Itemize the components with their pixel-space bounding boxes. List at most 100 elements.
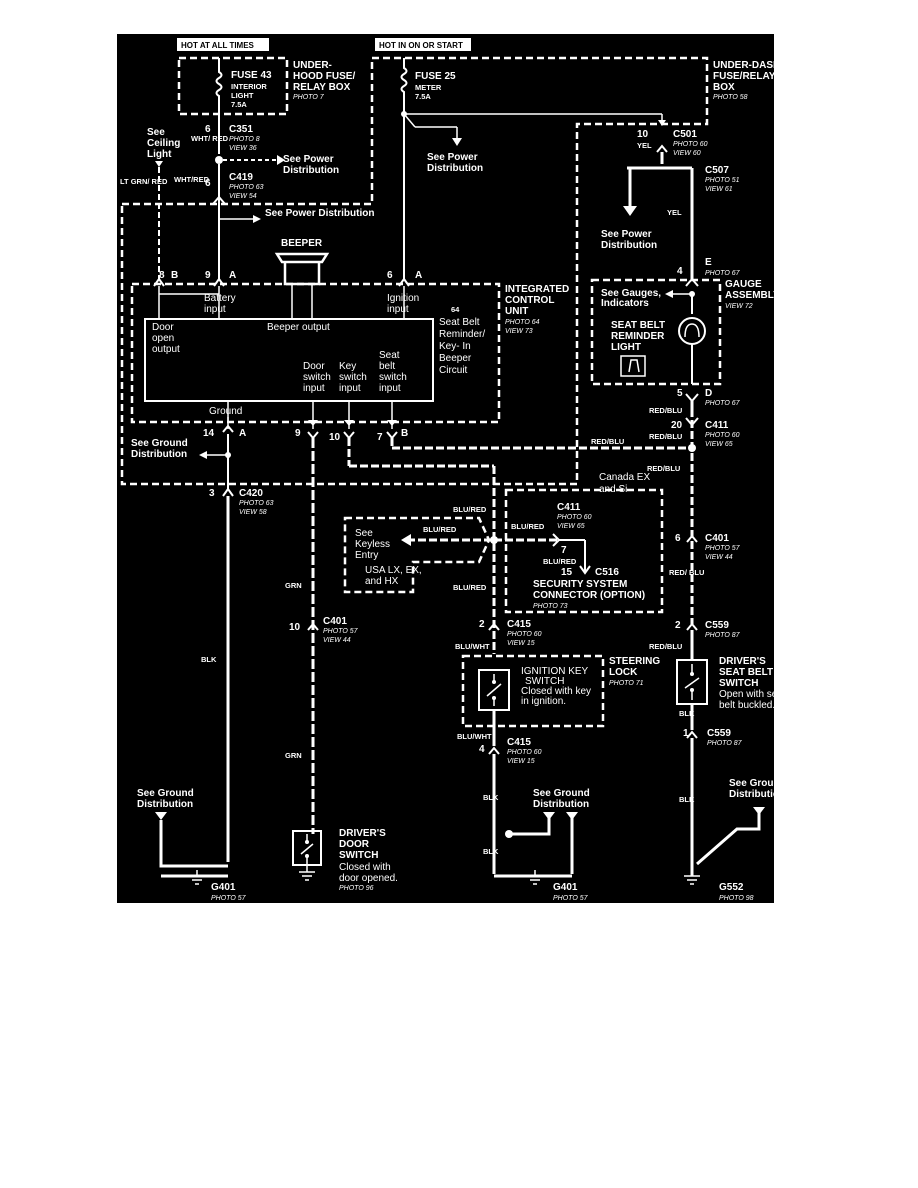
icu-pin-10: 10 <box>329 432 341 443</box>
arrow-icon-ground <box>199 451 207 459</box>
g401b-label: G401 <box>553 882 578 893</box>
key-switch-input-1: Key <box>339 361 356 372</box>
wire-red-blu-label-6: RED/BLU <box>649 642 682 651</box>
g401b-photo: PHOTO 57 <box>553 895 589 902</box>
g401a-label: G401 <box>211 882 236 893</box>
seatbelt-person-icon <box>628 359 640 373</box>
c559b-photo: PHOTO 87 <box>707 740 743 747</box>
c420-photo: PHOTO 63 <box>239 500 274 507</box>
seat-belt-light-3: LIGHT <box>611 342 641 353</box>
icu-pin-6: 6 <box>387 270 393 281</box>
c401a-photo: PHOTO 57 <box>705 545 741 552</box>
wire-blu-red-label-4: BLU/RED <box>543 557 577 566</box>
arrow-icon-4 <box>623 206 637 216</box>
key-switch-input-3: input <box>339 383 361 394</box>
c419-connector-symbol <box>212 195 226 205</box>
c415a-view: VIEW 15 <box>507 640 535 647</box>
c415b-label: C415 <box>507 737 531 748</box>
c501-label: C501 <box>673 129 697 140</box>
gauge-title-1: GAUGE <box>725 279 762 290</box>
ground-icon-g401a <box>189 875 205 885</box>
wire-blu-wht-label-2: BLU/WHT <box>457 732 492 741</box>
wire-wht-red-label-2: WHT/RED <box>174 175 210 184</box>
see-power-dist-3b: Distribution <box>427 163 483 174</box>
underdash-box-title-1: UNDER-DASH <box>713 60 774 71</box>
c419-view: VIEW 54 <box>229 193 257 200</box>
wire-blk-label-4: BLK <box>679 709 695 718</box>
wire-ltgrn-red-label: LT GRN/ RED <box>120 177 168 186</box>
wire-fuse25-branch <box>403 113 416 128</box>
c401a-label: C401 <box>705 533 729 544</box>
see-ceiling-light-1: See <box>147 127 165 138</box>
door-switch-contact-icon <box>300 834 314 864</box>
c507-view: VIEW 61 <box>705 186 733 193</box>
seat-belt-switch-title-1: DRIVER'S <box>719 656 766 667</box>
arrow-icon-3 <box>452 138 462 146</box>
c420-view: VIEW 58 <box>239 509 267 516</box>
c401b-photo: PHOTO 57 <box>323 628 359 635</box>
see-ground-dist-2a: See Ground <box>533 788 590 799</box>
door-open-output-1: Door <box>152 322 174 333</box>
fuse-43-label: FUSE 43 <box>231 70 272 81</box>
icu-7-connector-symbol <box>386 431 398 440</box>
seat-belt-light-2: REMINDER <box>611 331 665 342</box>
ground-icon-door <box>299 871 315 881</box>
icu-9-connector-symbol <box>307 431 319 440</box>
c401a-view: VIEW 44 <box>705 554 733 561</box>
gauge-pin-d: 5 <box>677 388 683 399</box>
icu-pin-64: 64 <box>451 305 460 314</box>
seatbelt-symbol-icon <box>620 355 646 377</box>
ignition-input-2: input <box>387 304 409 315</box>
underhood-fuse-box-outline <box>177 56 289 116</box>
wire-blu-red-label-3: BLU/RED <box>511 522 545 531</box>
underhood-box-photo: PHOTO 7 <box>293 94 325 101</box>
c559a-photo: PHOTO 87 <box>705 632 741 639</box>
c401b-view: VIEW 44 <box>323 637 351 644</box>
seat-belt-switch-title-3: SWITCH <box>719 678 758 689</box>
c516-pin: 15 <box>561 567 573 578</box>
arrow-icon <box>277 155 285 165</box>
ignition-switch-node-icon-2 <box>492 696 496 700</box>
door-switch-photo: PHOTO 96 <box>339 885 374 892</box>
bulb-icon <box>678 317 706 345</box>
ignition-switch-contact-icon <box>486 674 502 706</box>
c411b-pin: 7 <box>561 545 567 556</box>
gauge-pin-e: 4 <box>677 266 683 277</box>
wire-blk-label-5: BLK <box>679 795 695 804</box>
door-switch-title-1: DRIVER'S <box>339 828 386 839</box>
c351-view: VIEW 36 <box>229 145 257 152</box>
wire-red-blu-label-4: RED/BLU <box>647 464 680 473</box>
icu-pin-9b: 9 <box>295 428 301 439</box>
c559a-label: C559 <box>705 620 729 631</box>
wire-ground-dist-4 <box>696 809 761 866</box>
beeper-output-label: Beeper output <box>267 322 330 333</box>
c415a-label: C415 <box>507 619 531 630</box>
wiring-diagram: HOT AT ALL TIMES HOT IN ON OR START UNDE… <box>117 34 774 903</box>
c420-pin: 3 <box>209 488 215 499</box>
c501-pin: 10 <box>637 129 649 140</box>
icu-circuit-2: Reminder/ <box>439 329 485 340</box>
c420-connector-symbol <box>222 487 234 497</box>
see-power-dist-4a: See Power <box>601 229 652 240</box>
ground-icon-g401b <box>527 875 543 885</box>
wire-blk-label-1: BLK <box>201 655 217 664</box>
c401b-pin: 10 <box>289 622 301 633</box>
c507-photo: PHOTO 51 <box>705 177 740 184</box>
c419-photo: PHOTO 63 <box>229 184 264 191</box>
icu-circuit-5: Circuit <box>439 365 468 376</box>
beeper-icon <box>274 252 330 286</box>
c516-connector-symbol <box>579 565 591 575</box>
arrow-icon-2 <box>253 215 261 223</box>
c401b-connector-symbol <box>307 622 319 631</box>
icu-pin-a3: A <box>239 428 246 439</box>
seat-belt-switch-desc-2: belt buckled. <box>719 700 774 711</box>
fuse-43-desc-2: LIGHT <box>231 91 254 100</box>
arrow-icon-ground-4 <box>753 807 765 815</box>
see-ground-dist-2b: Distribution <box>533 799 589 810</box>
ignition-switch-label-3: Closed with key <box>521 686 591 697</box>
canada-models-1: Canada EX <box>599 472 650 483</box>
icu-view: VIEW 73 <box>505 328 533 335</box>
door-switch-title-3: SWITCH <box>339 850 378 861</box>
wire-yel-label-2: YEL <box>667 208 682 217</box>
c415a-photo: PHOTO 60 <box>507 631 542 638</box>
